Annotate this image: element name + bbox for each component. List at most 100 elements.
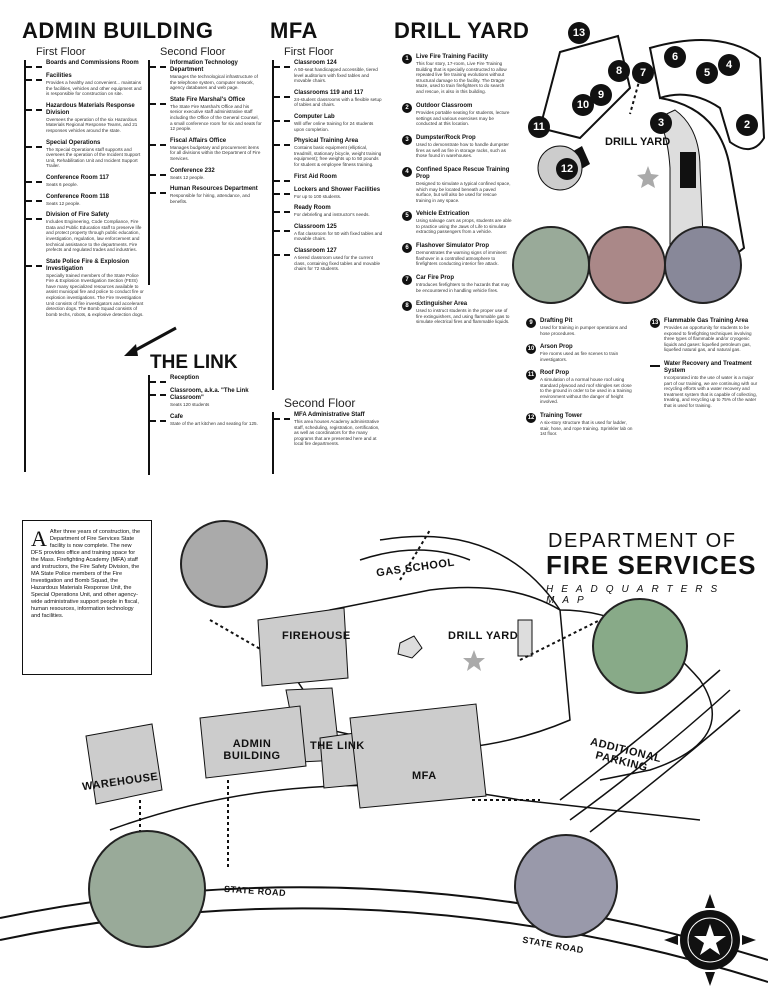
firehouse-photo xyxy=(180,520,268,608)
room-description: For debriefing and instructor's needs. xyxy=(294,212,370,218)
room-description: Seats 6 people. xyxy=(46,181,78,187)
admin-second-floor-heading: Second Floor xyxy=(160,46,226,58)
drill-callout-10: 10 xyxy=(572,94,594,116)
room-name: Division of Fire Safety xyxy=(46,212,110,219)
drill-item-name: Extinguisher Area xyxy=(416,301,468,307)
leader-line xyxy=(26,264,42,267)
mfa-title: MFA xyxy=(270,18,318,43)
drill-item-description: Fire rooms used as fire scenes to train … xyxy=(540,351,619,362)
drill-item-name: Outdoor Classroom xyxy=(416,103,473,109)
drill-item-description: Used for training in pumper operations a… xyxy=(540,325,628,336)
leader-line xyxy=(274,66,290,68)
leader-line xyxy=(26,145,42,148)
leader-line xyxy=(274,95,290,98)
drill-callout-11: 11 xyxy=(528,116,550,138)
map-label-drill-yard: DRILL YARD xyxy=(448,630,519,642)
leader-line xyxy=(150,143,166,146)
drill-item-description: Introduces firefighters to the hazards t… xyxy=(416,282,510,293)
room-description: Oversees the operation of the six Hazard… xyxy=(46,116,138,133)
room-description: Seats 120 students xyxy=(170,402,210,407)
mfa-second-floor-heading: Second Floor xyxy=(284,396,356,410)
compass-seal-icon xyxy=(664,894,756,986)
drill-number-badge: 13 xyxy=(650,318,660,328)
drill-number-badge: 11 xyxy=(526,370,536,380)
drill-number-badge: 10 xyxy=(526,344,536,354)
room-description: Seats 12 people. xyxy=(170,174,205,180)
intro-dropcap: A xyxy=(31,526,47,551)
leader-line xyxy=(26,180,42,183)
admin-first-floor-heading: First Floor xyxy=(36,46,86,58)
drill-callout-3: 3 xyxy=(650,112,672,134)
drill-number-badge: 3 xyxy=(402,135,412,145)
drill-number-badge xyxy=(650,365,660,367)
drill-callout-9: 9 xyxy=(590,84,612,106)
map-label-mfa: MFA xyxy=(412,770,437,782)
map-label-firehouse: FIREHOUSE xyxy=(282,630,351,642)
drill-item-name: Dumpster/Rock Prop xyxy=(416,135,476,141)
room-name: Human Resources Department xyxy=(170,186,258,193)
drill-item-name: Arson Prop xyxy=(540,344,573,350)
room-name: Conference Room 117 xyxy=(46,174,110,181)
header-line-2: FIRE SERVICES xyxy=(546,550,757,580)
drill-number-badge: 6 xyxy=(402,243,412,253)
leader-line xyxy=(274,179,290,182)
room-name: Information Technology Department xyxy=(170,60,238,73)
leader-line xyxy=(26,66,42,68)
drill-callout-12: 12 xyxy=(556,158,578,180)
room-description: 24-student classrooms with a flexible se… xyxy=(294,96,382,108)
live-fire-photo xyxy=(512,226,590,304)
mfa-photo xyxy=(514,834,618,938)
leader-line xyxy=(150,394,166,396)
drill-item-name: Drafting Pit xyxy=(540,318,573,324)
intro-box: A After three years of construction, the… xyxy=(22,520,152,675)
map-label-the-link: THE LINK xyxy=(310,740,365,752)
drill-number-badge: 9 xyxy=(526,318,536,328)
drill-item-description: Demonstrates the warning signs of immine… xyxy=(416,250,507,267)
the-link-label: THE LINK xyxy=(150,352,238,373)
drill-item-description: Used to instruct students in the proper … xyxy=(416,308,510,325)
drill-number-badge: 2 xyxy=(402,103,412,113)
drill-callout-6: 6 xyxy=(664,46,686,68)
room-entry: State Police Fire & Explosion Investigat… xyxy=(26,259,144,318)
room-name: Computer Lab xyxy=(294,113,335,120)
room-description: This area houses Academy administrative … xyxy=(294,419,380,447)
room-entry: Reception xyxy=(150,375,262,383)
room-description: The State Fire Marshal's Office and his … xyxy=(170,103,262,132)
room-description: Responsible for hiring, attendance, and … xyxy=(170,193,250,204)
drill-yard-title: DRILL YARD xyxy=(394,18,530,43)
drill-item-name: Car Fire Prop xyxy=(416,275,455,281)
drill-item-description: This four story, 17-room, Live Fire Trai… xyxy=(416,61,507,94)
drill-item-name: Live Fire Training Facility xyxy=(416,54,489,60)
leader-line xyxy=(274,192,290,195)
room-name: Reception xyxy=(170,375,200,381)
leader-line xyxy=(274,418,290,420)
room-description: A flat classroom for 50 with fixed table… xyxy=(294,230,383,242)
leader-line xyxy=(150,173,166,176)
room-name: Facilities xyxy=(46,73,72,79)
room-name: Fiscal Affairs Office xyxy=(170,137,227,144)
room-name: Conference 232 xyxy=(170,167,215,174)
room-description: Will offer online training for 24 studen… xyxy=(294,120,374,132)
